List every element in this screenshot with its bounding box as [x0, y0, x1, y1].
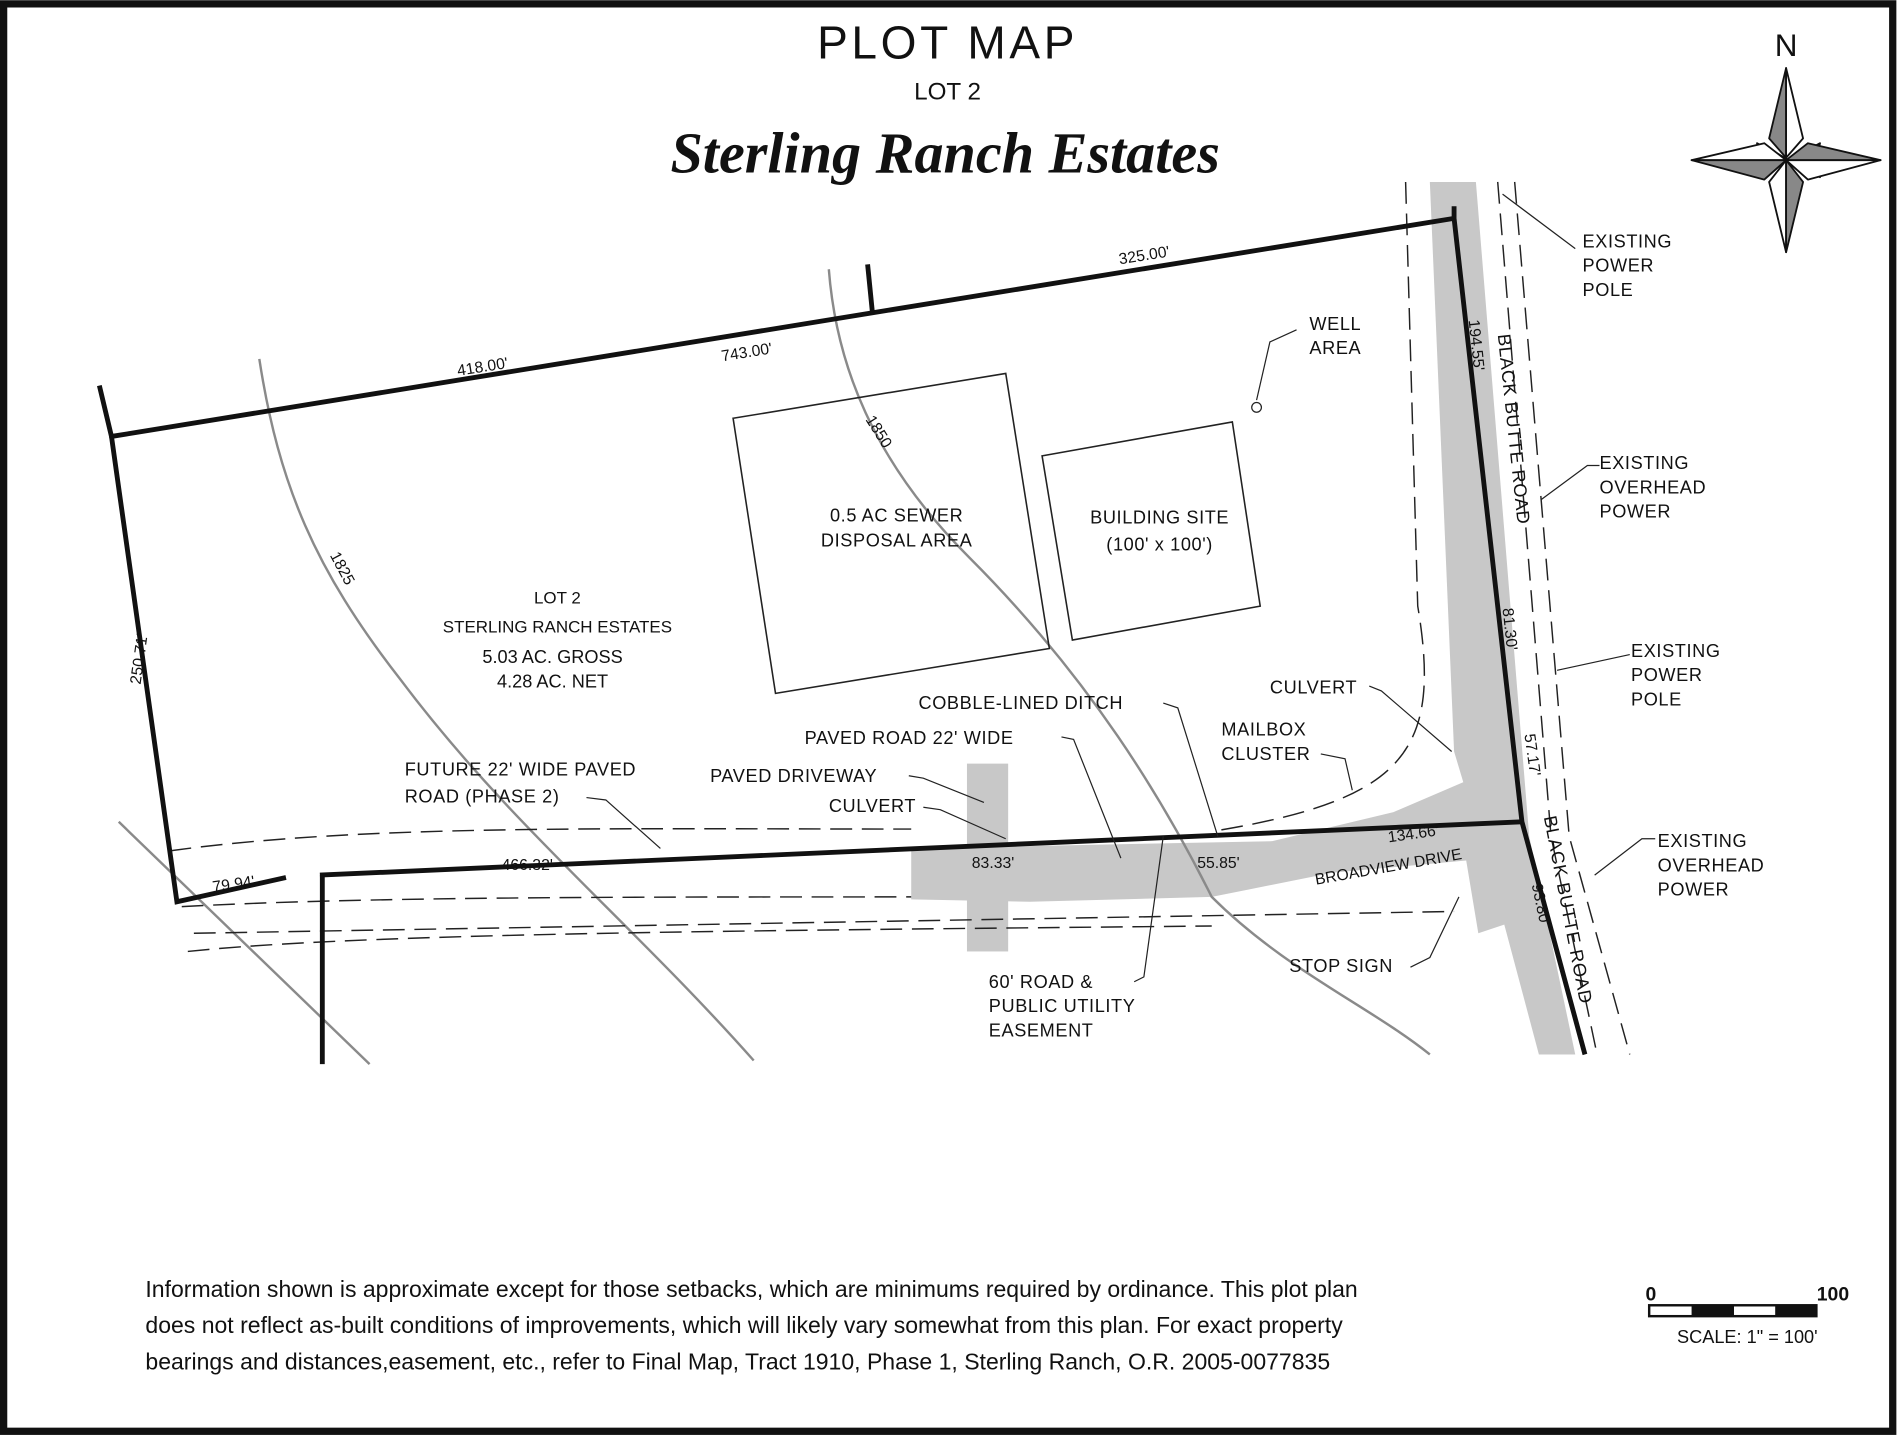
svg-text:0.5 AC SEWER: 0.5 AC SEWER	[830, 505, 963, 525]
building-site: BUILDING SITE (100' x 100')	[1041, 420, 1262, 641]
black-butte-road	[1429, 181, 1576, 1055]
svg-text:194.55': 194.55'	[1465, 319, 1487, 372]
scale-bar: 0 100 SCALE: 1" = 100'	[1646, 1283, 1850, 1346]
north-label: N	[1775, 27, 1798, 63]
svg-text:WELL: WELL	[1309, 314, 1361, 334]
svg-text:POWER: POWER	[1631, 665, 1703, 685]
svg-text:EXISTING: EXISTING	[1583, 231, 1673, 251]
svg-text:EASEMENT: EASEMENT	[989, 1020, 1094, 1040]
north-arrow-icon	[1690, 67, 1882, 254]
svg-text:55.85': 55.85'	[1197, 855, 1239, 872]
svg-text:POLE: POLE	[1631, 689, 1682, 709]
svg-text:EXISTING: EXISTING	[1631, 641, 1721, 661]
svg-text:EXISTING: EXISTING	[1658, 831, 1748, 851]
callouts: EXISTING POWER POLE EXISTING OVERHEAD PO…	[405, 193, 1765, 1040]
svg-text:743.00': 743.00'	[720, 340, 773, 365]
svg-text:POLE: POLE	[1583, 280, 1634, 300]
svg-text:81.30': 81.30'	[1499, 607, 1520, 651]
contour-1850: 1850	[862, 413, 895, 452]
svg-text:does not reflect as-built con: does not reflect as-built conditions of …	[145, 1312, 1343, 1338]
svg-text:COBBLE-LINED DITCH: COBBLE-LINED DITCH	[918, 693, 1123, 713]
contour-1825: 1825	[326, 549, 358, 588]
disclaimer-note: Information shown is approximate except …	[145, 1276, 1357, 1375]
svg-text:134.66': 134.66'	[1387, 822, 1440, 846]
svg-text:OVERHEAD: OVERHEAD	[1658, 855, 1765, 875]
lot-info: LOT 2 STERLING RANCH ESTATES 5.03 AC. GR…	[443, 589, 672, 692]
svg-text:STERLING RANCH ESTATES: STERLING RANCH ESTATES	[443, 618, 672, 637]
sewer-disposal-area: 0.5 AC SEWER DISPOSAL AREA	[732, 372, 1051, 695]
property-boundary	[97, 206, 1588, 1065]
svg-text:AREA: AREA	[1309, 338, 1361, 358]
svg-text:60' ROAD &: 60' ROAD &	[989, 972, 1093, 992]
svg-text:POWER: POWER	[1583, 256, 1655, 276]
svg-text:PUBLIC UTILITY: PUBLIC UTILITY	[989, 996, 1136, 1016]
broadview-drive	[911, 775, 1515, 934]
svg-text:PAVED ROAD 22' WIDE: PAVED ROAD 22' WIDE	[805, 728, 1014, 748]
svg-text:Information shown is approxima: Information shown is approximate except …	[145, 1276, 1357, 1302]
svg-text:83.33': 83.33'	[972, 855, 1014, 872]
svg-text:(100' x 100'): (100' x 100')	[1106, 534, 1213, 554]
svg-text:STOP SIGN: STOP SIGN	[1289, 956, 1393, 976]
lot-subtitle: LOT 2	[914, 79, 981, 106]
well-area: WELL AREA	[1251, 314, 1361, 413]
svg-text:CULVERT: CULVERT	[829, 796, 916, 816]
svg-text:CULVERT: CULVERT	[1270, 677, 1357, 697]
svg-text:4.28 AC. NET: 4.28 AC. NET	[497, 671, 608, 691]
svg-text:OVERHEAD: OVERHEAD	[1599, 477, 1706, 497]
svg-text:CLUSTER: CLUSTER	[1221, 744, 1310, 764]
svg-text:FUTURE 22' WIDE PAVED: FUTURE 22' WIDE PAVED	[405, 760, 636, 780]
svg-text:LOT 2: LOT 2	[534, 589, 581, 608]
roads	[911, 181, 1576, 1055]
svg-text:250.71': 250.71'	[128, 632, 152, 685]
svg-text:100: 100	[1817, 1283, 1849, 1305]
svg-text:bearings and distances,easemen: bearings and distances,easement, etc., r…	[145, 1348, 1330, 1374]
svg-text:DISPOSAL AREA: DISPOSAL AREA	[821, 531, 973, 551]
svg-text:5.03 AC. GROSS: 5.03 AC. GROSS	[482, 647, 622, 667]
easement-lines	[169, 181, 1631, 1055]
svg-text:MAILBOX: MAILBOX	[1221, 720, 1306, 740]
svg-text:57.17': 57.17'	[1520, 733, 1543, 777]
map-title: PLOT MAP	[817, 16, 1078, 68]
svg-text:79.94': 79.94'	[211, 873, 255, 896]
svg-text:PAVED DRIVEWAY: PAVED DRIVEWAY	[710, 766, 877, 786]
svg-text:EXISTING: EXISTING	[1599, 453, 1689, 473]
contour-lines	[117, 269, 1431, 1066]
subdivision-name: Sterling Ranch Estates	[670, 120, 1219, 185]
svg-text:POWER: POWER	[1658, 880, 1730, 900]
svg-text:SCALE: 1" = 100': SCALE: 1" = 100'	[1677, 1327, 1818, 1347]
svg-text:0: 0	[1646, 1283, 1657, 1305]
svg-text:ROAD (PHASE 2): ROAD (PHASE 2)	[405, 786, 560, 806]
svg-text:BUILDING SITE: BUILDING SITE	[1090, 508, 1229, 528]
svg-text:466.32': 466.32'	[502, 857, 553, 874]
svg-text:POWER: POWER	[1599, 502, 1671, 522]
